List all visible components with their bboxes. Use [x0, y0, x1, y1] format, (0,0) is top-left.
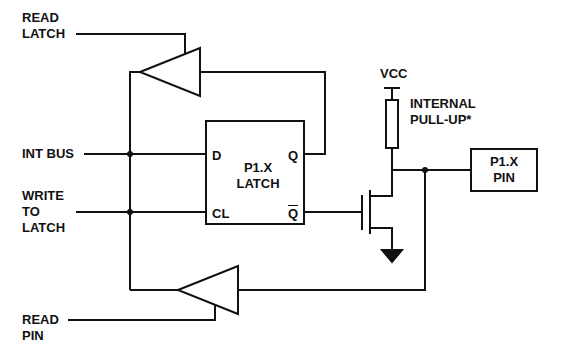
node-text: P1.X LATCH	[231, 160, 285, 192]
node-text: P1.X PIN	[482, 154, 526, 186]
junction-dot	[422, 167, 428, 173]
pin-wire	[392, 148, 470, 170]
signal-label: WRITE TO LATCH	[22, 188, 72, 236]
gate-plate	[361, 195, 363, 230]
wires	[68, 34, 470, 320]
read-pin-wire	[68, 305, 215, 320]
junction-dot	[127, 209, 133, 215]
node-text: CL	[212, 206, 229, 222]
int-bus-wire	[84, 153, 205, 155]
write-latch-wire	[76, 211, 205, 213]
signal-label: READ LATCH	[22, 10, 92, 42]
junction-dot	[127, 151, 133, 157]
node-text: Q	[288, 206, 298, 222]
read-latch-wire	[76, 34, 185, 54]
pin-box: P1.X PIN	[470, 148, 538, 192]
signal-label: READ PIN	[22, 312, 67, 344]
node-text: Q	[288, 148, 298, 164]
ground-symbol	[382, 250, 402, 262]
signal-label: INTERNAL PULL-UP*	[410, 96, 490, 128]
vcc-wire	[391, 88, 393, 100]
signal-label: INT BUS	[22, 146, 74, 162]
buffer-symbol	[140, 48, 200, 96]
drain-wire	[370, 170, 392, 196]
read-pin-bus-wire	[130, 289, 178, 291]
vcc-bar	[384, 87, 400, 89]
source-wire	[370, 228, 392, 250]
latch-box: D QP1.X LATCHCL Q	[205, 120, 305, 225]
buffer-symbol	[178, 266, 238, 314]
int-bus-wire	[130, 72, 140, 290]
node-text: D	[212, 148, 221, 164]
resistor-symbol	[386, 100, 398, 148]
signal-label: VCC	[380, 66, 407, 82]
gate-wire	[305, 211, 362, 213]
